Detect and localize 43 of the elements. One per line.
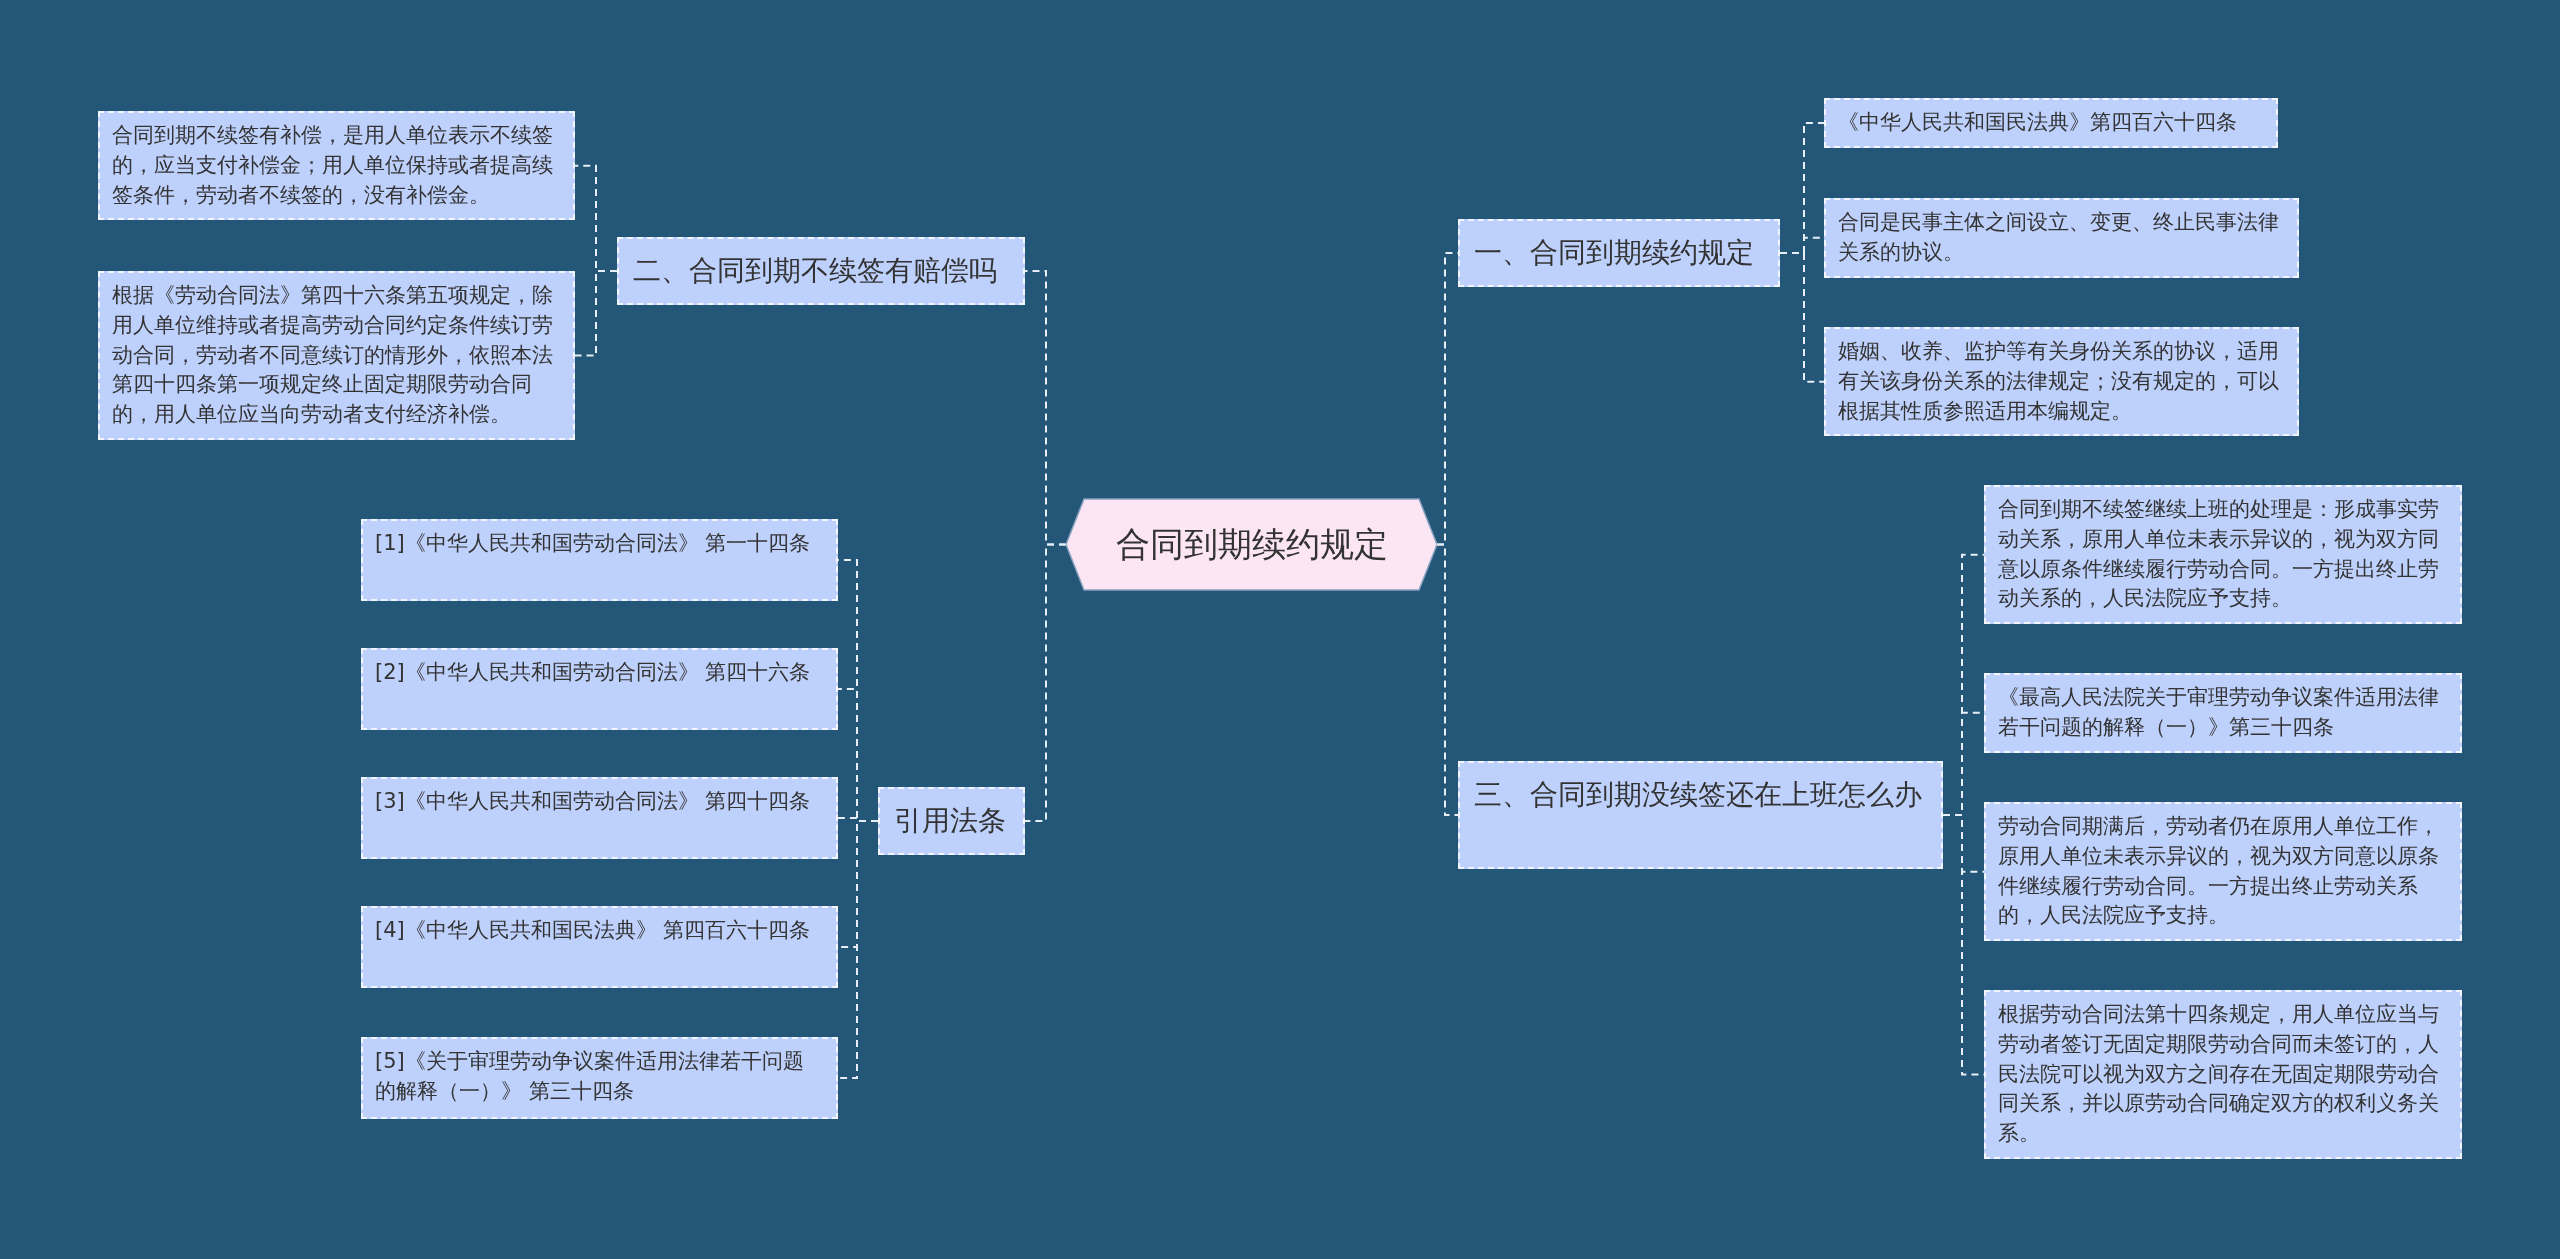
- topic-box: [1458, 219, 1780, 287]
- topic-text: 二、合同到期不续签有赔偿吗: [633, 253, 998, 289]
- topic-text: 根据《劳动合同法》第四十六条第五项规定，除用人单位维持或者提高劳动合同约定条件续订劳动合同，劳动者不同意续订的情形外，依照本法第四十四条第一项规定终止固定期限劳动合同的，用人单位应当向劳动者支付经济补偿。: [112, 282, 554, 429]
- topic-text: 一、合同到期续约规定: [1474, 235, 1755, 271]
- topic-text: [5]《关于审理劳动争议案件适用法律若干问题的解释（一）》 第三十四条: [375, 1048, 805, 1105]
- topic-text: 合同到期不续签有补偿，是用人单位表示不续签的，应当支付补偿金；用人单位保持或者提高续签条件，劳动者不续签的，没有补偿金。: [112, 122, 554, 209]
- subtopic-box: [361, 648, 838, 730]
- subtopic-box: [1824, 198, 2299, 278]
- topic-text: 婚姻、收养、监护等有关身份关系的协议，适用有关该身份关系的法律规定；没有规定的，可以根据其性质参照适用本编规定。: [1838, 338, 2280, 425]
- topic-text: 《最高人民法院关于审理劳动争议案件适用法律若干问题的解释（一）》第三十四条: [1998, 684, 2440, 741]
- subtopic-box: [98, 271, 575, 441]
- connector-line: [1779, 252, 1825, 383]
- topic-text: 三、合同到期没续签还在上班怎么办: [1474, 777, 1923, 813]
- connector-line: [1024, 543, 1067, 822]
- subtopic-box: [1984, 485, 2462, 625]
- central-topic-text: 合同到期续约规定: [1115, 523, 1388, 567]
- topic-text: [1]《中华人民共和国劳动合同法》 第一十四条: [375, 530, 812, 557]
- subtopic-box: [361, 777, 838, 859]
- subtopic-box: [1984, 990, 2462, 1160]
- subtopic-box: [1984, 673, 2462, 753]
- subtopic-box: [361, 906, 838, 988]
- subtopic-box: [361, 519, 838, 601]
- topic-box: [1458, 761, 1943, 869]
- connector-line: [1436, 543, 1459, 816]
- topic-box: [617, 237, 1025, 305]
- connector-line: [837, 819, 879, 1079]
- subtopic-box: [1984, 802, 2462, 942]
- topic-text: 《中华人民共和国民法典》第四百六十四条: [1838, 109, 2238, 136]
- connector-line: [574, 270, 618, 357]
- subtopic-box: [361, 1037, 838, 1119]
- subtopic-box: [98, 111, 575, 221]
- topic-text: 根据劳动合同法第十四条规定，用人单位应当与劳动者签订无固定期限劳动合同而未签订的，人民法院可以视为双方之间存在无固定期限劳动合同关系，并以原劳动合同确定双方的权利义务关系。: [1998, 1001, 2440, 1148]
- topic-text: 引用法条: [894, 803, 1007, 839]
- central-topic-hexagon: [1066, 498, 1437, 591]
- topic-text: 合同到期不续签继续上班的处理是：形成事实劳动关系，原用人单位未表示异议的，视为双方同意以原条件继续履行劳动合同。一方提出终止劳动关系的，人民法院应予支持。: [1998, 496, 2440, 613]
- subtopic-box: [1824, 327, 2299, 437]
- topic-text: [3]《中华人民共和国劳动合同法》 第四十四条: [375, 788, 812, 815]
- topic-text: [2]《中华人民共和国劳动合同法》 第四十六条: [375, 659, 812, 686]
- topic-text: 劳动合同期满后，劳动者仍在原用人单位工作，原用人单位未表示异议的，视为双方同意以原条件继续履行劳动合同。一方提出终止劳动关系的，人民法院应予支持。: [1998, 813, 2440, 930]
- topic-text: [4]《中华人民共和国民法典》 第四百六十四条: [375, 917, 812, 944]
- topic-text: 合同是民事主体之间设立、变更、终止民事法律关系的协议。: [1838, 209, 2280, 266]
- subtopic-box: [1824, 98, 2278, 148]
- topic-box: [878, 787, 1025, 855]
